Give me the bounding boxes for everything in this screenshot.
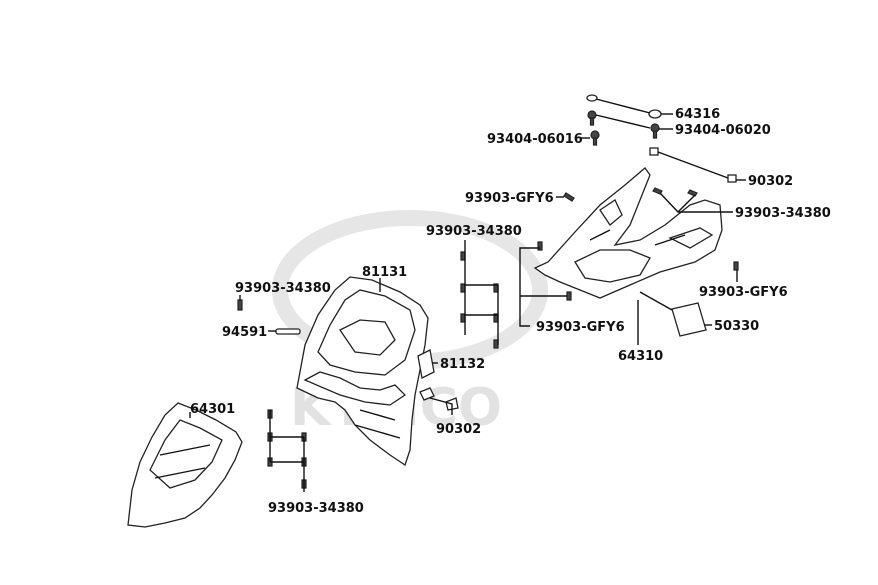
screws-93903-34380-rear: [652, 187, 698, 197]
bolt-93404-06016: [590, 130, 600, 146]
label-93404-06020: 93404-06020: [675, 123, 771, 138]
inner-panel-81131: [296, 276, 429, 467]
label-94591: 94591: [222, 325, 267, 340]
screw-93903-gfy6-top: [563, 192, 575, 202]
label-64301: 64301: [190, 402, 235, 417]
label-93903-34380-left: 93903-34380: [235, 281, 331, 296]
clip-90302-upper: [649, 147, 737, 183]
label-90302-bottom: 90302: [436, 422, 481, 437]
label-90302-top: 90302: [748, 174, 793, 189]
washer-64316-lower: [648, 109, 662, 119]
rear-floor-cover-64310: [533, 167, 723, 299]
front-cover-64301: [127, 402, 243, 528]
washer-64316-upper: [586, 94, 598, 102]
label-93903-34380-bottom: 93903-34380: [268, 501, 364, 516]
label-50330: 50330: [714, 319, 759, 334]
label-93903-34380-right: 93903-34380: [735, 206, 831, 221]
bracket-81132: [417, 349, 435, 379]
screw-93903-34380-left: [237, 299, 243, 311]
screws-93903-34380-middle: [460, 251, 499, 349]
label-93404-06016: 93404-06016: [487, 132, 583, 147]
label-64310: 64310: [618, 349, 663, 364]
bolt-93404-06020: [587, 110, 660, 139]
label-93903-34380-mid: 93903-34380: [426, 224, 522, 239]
label-81131: 81131: [362, 265, 407, 280]
label-93903-gfy6-mid: 93903-GFY6: [536, 320, 625, 335]
label-93903-gfy6-top: 93903-GFY6: [465, 191, 554, 206]
plate-50330: [671, 302, 707, 337]
label-93903-gfy6-right: 93903-GFY6: [699, 285, 788, 300]
label-81132: 81132: [440, 357, 485, 372]
spacer-94591: [275, 328, 301, 335]
leader-lines: [189, 98, 746, 492]
label-64316: 64316: [675, 107, 720, 122]
screws-93903-gfy6-rear: [537, 241, 739, 301]
